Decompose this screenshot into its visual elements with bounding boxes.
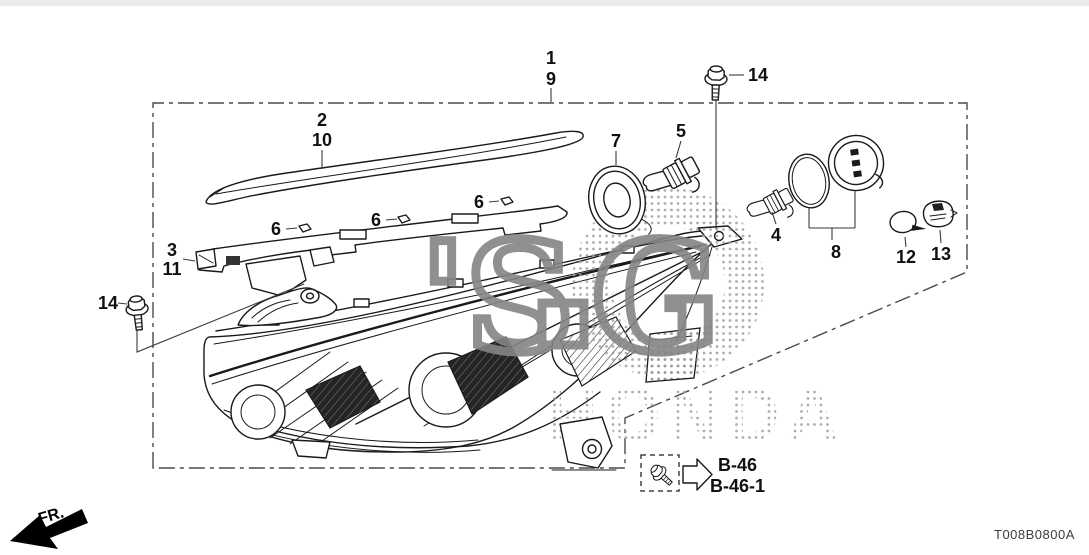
callout-3[interactable]: 3	[167, 240, 177, 260]
page-edge-strip	[0, 0, 1089, 6]
oring-part-8	[788, 153, 830, 209]
callout-14-top[interactable]: 14	[748, 65, 768, 85]
fr-direction-indicator: FR.	[10, 504, 88, 549]
callout-7[interactable]: 7	[611, 131, 621, 151]
diagram-code: T008B0800A	[994, 527, 1075, 542]
leader-lines	[117, 74, 942, 353]
clip-part-6-a	[298, 223, 312, 233]
assembly-boundary-box	[152, 102, 968, 469]
callout-13[interactable]: 13	[931, 244, 951, 264]
script-watermark-left: 'S	[420, 210, 574, 386]
clip-part-6-c	[500, 196, 514, 206]
grommet-part-7	[588, 165, 652, 235]
callout-6a[interactable]: 6	[271, 219, 281, 239]
headlight-mounting-foot	[551, 416, 617, 471]
bolt-part-14-left	[124, 294, 151, 332]
callout-11[interactable]: 11	[162, 259, 181, 279]
ref-label-b46-1[interactable]: B-46-1	[710, 476, 765, 496]
bulb-part-12	[889, 210, 927, 234]
callout-2[interactable]: 2	[317, 110, 327, 130]
callout-5[interactable]: 5	[676, 121, 686, 141]
halftone-watermark: HONDA	[546, 187, 838, 458]
callout-9[interactable]: 9	[546, 69, 556, 89]
script-watermark-dot	[537, 298, 589, 350]
bracket-part-3-11	[195, 205, 568, 297]
ref-label-b46[interactable]: B-46	[718, 455, 757, 475]
socket-part-13	[922, 200, 958, 228]
garnish-part-2-10	[205, 130, 584, 205]
script-watermark-right: G	[592, 210, 720, 386]
callout-14-left[interactable]: 14	[98, 293, 118, 313]
callout-1[interactable]: 1	[546, 48, 556, 68]
script-watermark: 'S G	[416, 206, 725, 391]
fr-label: FR.	[36, 504, 65, 527]
callout-12[interactable]: 12	[896, 247, 916, 267]
cap-part-8	[827, 134, 885, 192]
callout-8[interactable]: 8	[831, 242, 841, 262]
callout-4[interactable]: 4	[771, 225, 781, 245]
clip-part-6-b	[397, 214, 411, 224]
ref-arrow-icon	[682, 458, 713, 491]
callout-10[interactable]: 10	[312, 130, 332, 150]
ref-box-b46: B-46 B-46-1	[640, 454, 765, 496]
bolt-part-14-top	[703, 64, 729, 102]
halftone-ring	[572, 187, 765, 379]
callout-6b[interactable]: 6	[371, 210, 381, 230]
fr-arrow-icon	[10, 509, 88, 549]
callout-6c[interactable]: 6	[474, 192, 484, 212]
